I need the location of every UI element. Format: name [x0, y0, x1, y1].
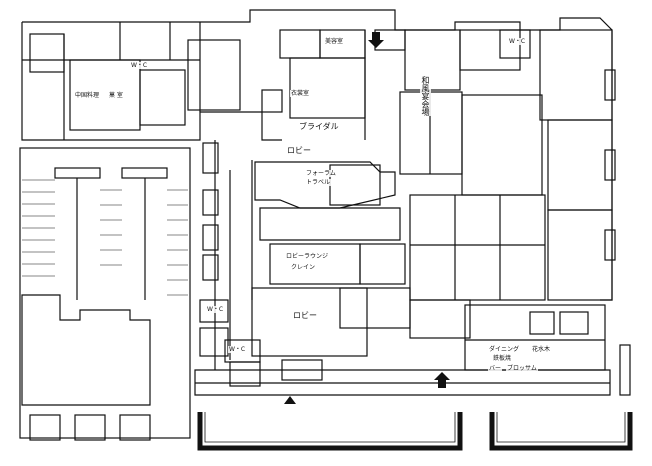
room-label-left-hall: 菓 室	[108, 92, 124, 99]
room-label-lobby-main: ロビー	[292, 311, 318, 320]
room-label-blossom: ブロッサム	[506, 365, 538, 372]
room-label-bridal: ブライダル	[298, 122, 340, 131]
entrance-arrow-down-icon	[368, 32, 384, 48]
room-label-chinese: 中国料理	[74, 92, 101, 99]
room-label-forum-travel: トラベル	[305, 179, 332, 186]
room-label-dining: ダイニング	[488, 346, 521, 353]
wc-label-3: W・C	[206, 306, 225, 313]
room-label-costume: 衣裳室	[290, 90, 311, 97]
room-label-teppanyaki: 鉄板焼	[492, 355, 513, 362]
wc-label-1: W・C	[130, 62, 149, 69]
room-label-bar: バー	[488, 365, 503, 372]
wc-label-4: W・C	[228, 346, 247, 353]
entrance-arrow-up-icon	[434, 372, 450, 388]
room-label-lobby-top: ロビー	[286, 146, 312, 155]
room-label-crane: クレイン	[290, 264, 317, 271]
room-label-lobby-lounge: ロビーラウンジ	[285, 253, 330, 260]
room-label-japanese-hall: 和風宴会場	[420, 76, 431, 116]
room-label-forum: フォーラム	[305, 170, 337, 177]
room-label-beauty-salon: 美容室	[324, 38, 345, 45]
room-label-hanamizuki: 花水木	[531, 346, 552, 353]
entrance-triangle-icon	[284, 396, 296, 404]
wc-label-2: W・C	[508, 38, 527, 45]
